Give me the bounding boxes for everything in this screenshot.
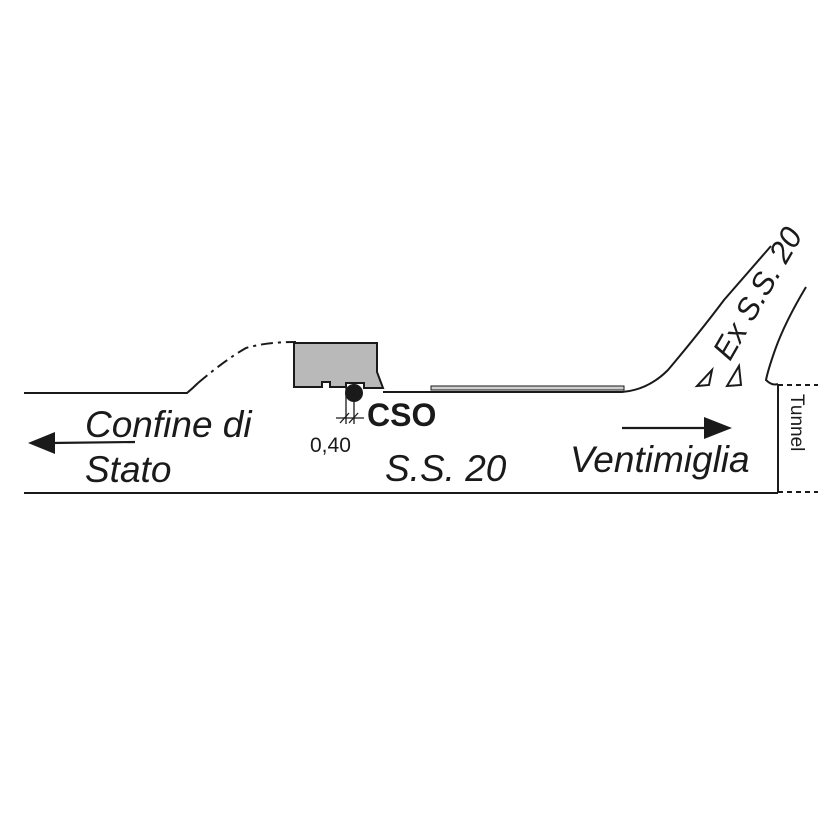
branch-road-edge: [764, 286, 807, 386]
road-top-edge-right: [383, 245, 772, 393]
traffic-island-1: [694, 366, 714, 388]
destination-left-label-line1: Confine di: [85, 404, 253, 445]
layby-dashed-edge: [197, 341, 297, 384]
destination-left-label-line2: Stato: [85, 449, 171, 490]
station-marker-icon: [345, 384, 363, 402]
tunnel-label: Tunnel: [786, 394, 807, 451]
road-branch-label: Ex S.S. 20: [706, 221, 810, 365]
distance-label: 0,40: [310, 434, 351, 457]
arrow-left-icon: [28, 432, 136, 454]
distance-dimension: [336, 388, 364, 424]
building: [293, 342, 385, 389]
station-label: CSO: [367, 397, 436, 433]
sidewalk-strip: [430, 385, 625, 391]
road-main-label: S.S. 20: [385, 448, 507, 489]
traffic-island-2: [725, 362, 743, 388]
road-top-edge-left: [24, 382, 199, 394]
destination-right-label: Ventimiglia: [570, 439, 750, 480]
arrow-right-icon: [622, 417, 732, 439]
